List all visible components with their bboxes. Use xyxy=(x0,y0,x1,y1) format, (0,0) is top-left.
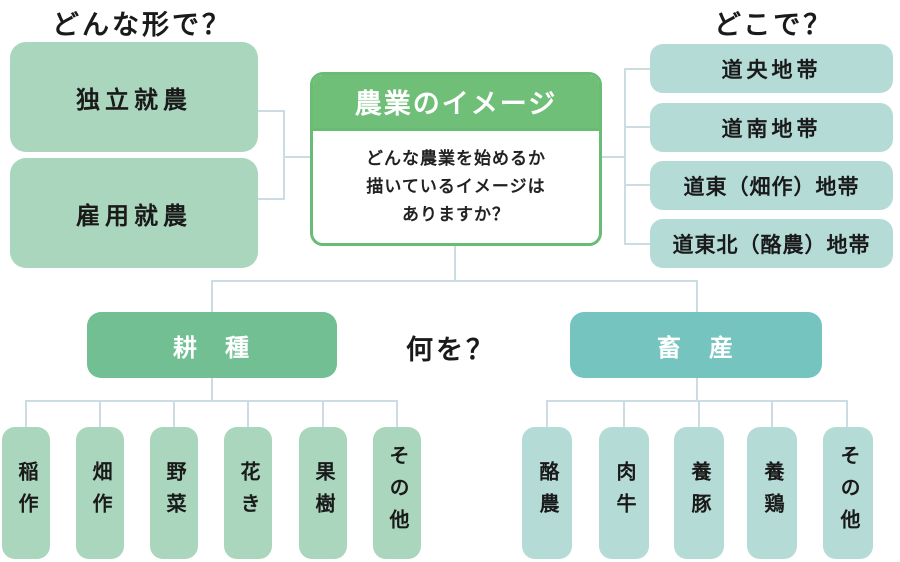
center-card-body-line-2: 描いているイメージは xyxy=(366,176,546,196)
connector-line xyxy=(25,400,27,427)
connector-line xyxy=(247,400,249,427)
connector-line xyxy=(396,400,398,427)
connector-line xyxy=(546,400,848,402)
leaf-beef-cattle: 肉牛 xyxy=(599,427,649,559)
connector-line xyxy=(696,280,698,312)
leaf-pig-farming: 養豚 xyxy=(674,427,724,559)
box-region-doo: 道央地帯 xyxy=(650,44,893,93)
leaf-other-livestock: その他 xyxy=(823,427,873,559)
connector-line xyxy=(454,246,456,282)
box-independent-farming: 独立就農 xyxy=(10,42,258,152)
box-region-doto-field: 道東（畑作）地帯 xyxy=(650,161,893,210)
connector-line xyxy=(846,400,848,427)
connector-line xyxy=(624,68,626,245)
connector-line xyxy=(624,126,650,128)
connector-line xyxy=(25,400,398,402)
leaf-poultry: 養鶏 xyxy=(747,427,797,559)
box-category-livestock: 畜 産 xyxy=(570,312,822,378)
leaf-fruit-trees: 果樹 xyxy=(299,427,347,559)
leaf-other-cultivation: その他 xyxy=(373,427,421,559)
center-card-body-line-1: どんな農業を始めるか xyxy=(366,148,546,168)
connector-line xyxy=(99,400,101,427)
connector-line xyxy=(211,378,213,402)
leaf-dairy: 酪農 xyxy=(522,427,572,559)
connector-line xyxy=(283,110,285,200)
leaf-vegetables: 野菜 xyxy=(150,427,198,559)
connector-line xyxy=(173,400,175,427)
connector-line xyxy=(624,243,650,245)
heading-where: どこで？ xyxy=(714,10,834,40)
box-region-dotohoku-dairy: 道東北（酪農）地帯 xyxy=(650,219,893,268)
connector-line xyxy=(211,280,213,312)
connector-line xyxy=(698,400,700,427)
connector-line xyxy=(624,184,650,186)
box-region-donan: 道南地帯 xyxy=(650,103,893,152)
connector-line xyxy=(602,156,626,158)
center-card-title: 農業のイメージ xyxy=(313,75,599,131)
box-employed-farming: 雇用就農 xyxy=(10,158,258,268)
connector-line xyxy=(696,378,698,402)
center-card-body: どんな農業を始めるか 描いているイメージは ありますか？ xyxy=(313,131,599,243)
box-category-cultivation: 耕 種 xyxy=(87,312,337,378)
connector-line xyxy=(322,400,324,427)
center-card-body-line-3: ありますか？ xyxy=(402,205,510,225)
connector-line xyxy=(258,198,285,200)
connector-line xyxy=(211,280,698,282)
leaf-rice: 稲作 xyxy=(2,427,50,559)
connector-line xyxy=(258,110,285,112)
heading-what: 何を？ xyxy=(406,335,496,365)
center-card-agriculture-image: 農業のイメージ どんな農業を始めるか 描いているイメージは ありますか？ xyxy=(310,72,602,246)
connector-line xyxy=(546,400,548,427)
leaf-flowers: 花き xyxy=(224,427,272,559)
connector-line xyxy=(623,400,625,427)
leaf-field-crops: 畑作 xyxy=(76,427,124,559)
connector-line xyxy=(771,400,773,427)
heading-what-form: どんな形で？ xyxy=(52,10,232,40)
connector-line xyxy=(624,68,650,70)
connector-line xyxy=(283,156,310,158)
